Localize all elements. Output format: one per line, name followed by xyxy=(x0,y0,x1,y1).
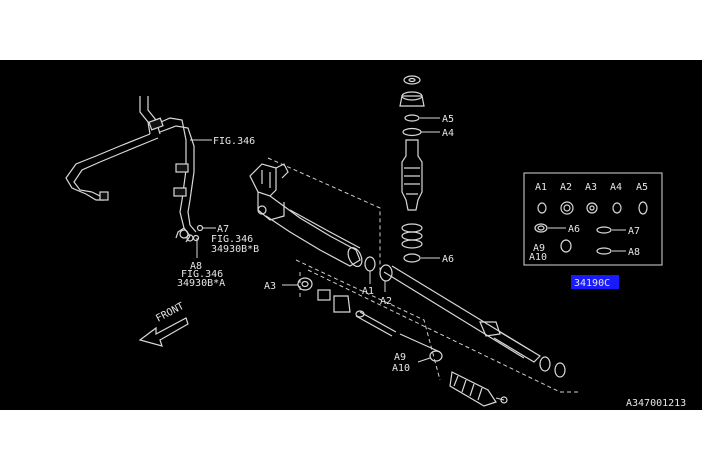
diagram-panel: FIG.346 A7 FIG.346 34930B*B A8 FIG.346 3… xyxy=(0,60,702,410)
rack-housing xyxy=(249,163,363,268)
callout-a3[interactable]: A3 xyxy=(264,281,276,292)
steering-gear-diagram: FIG.346 A7 FIG.346 34930B*B A8 FIG.346 3… xyxy=(65,75,686,409)
kit-label-a6[interactable]: A6 xyxy=(568,224,580,235)
kit-seals xyxy=(534,201,648,255)
callout-a5[interactable]: A5 xyxy=(442,114,454,125)
rack-boot xyxy=(449,371,508,407)
kit-label-a8[interactable]: A8 xyxy=(628,247,640,258)
kit-label-a1[interactable]: A1 xyxy=(535,182,547,193)
kit-part-highlight xyxy=(571,275,619,289)
kit-label-a2[interactable]: A2 xyxy=(560,182,572,193)
callout-a4[interactable]: A4 xyxy=(442,128,454,139)
callout-a9[interactable]: A9 xyxy=(394,352,406,363)
lower-subparts xyxy=(297,277,443,362)
callout-a2[interactable]: A2 xyxy=(380,296,392,307)
bushing-a2 xyxy=(379,264,393,282)
callout-a6[interactable]: A6 xyxy=(442,254,454,265)
kit-part-number[interactable]: 34190C xyxy=(574,278,610,289)
kit-label-a7[interactable]: A7 xyxy=(628,226,640,237)
pinion-valve-stack xyxy=(399,75,425,263)
callout-34930b-b[interactable]: 34930B*B xyxy=(211,244,259,255)
figure-id: A347001213 xyxy=(626,398,686,409)
callout-fig346-top[interactable]: FIG.346 xyxy=(213,136,255,147)
kit-label-a3[interactable]: A3 xyxy=(585,182,597,193)
bushing-a1 xyxy=(364,256,376,272)
kit-label-a5[interactable]: A5 xyxy=(636,182,648,193)
front-arrow-icon xyxy=(138,317,189,347)
hose-assembly xyxy=(65,96,204,243)
rack-bar xyxy=(383,265,566,378)
kit-label-a9[interactable]: A9 xyxy=(533,243,545,254)
callout-a7[interactable]: A7 xyxy=(217,224,229,235)
callout-a8[interactable]: A8 xyxy=(190,261,202,272)
callout-a1[interactable]: A1 xyxy=(362,286,374,297)
callout-fig346-bottom[interactable]: FIG.346 xyxy=(181,269,223,280)
kit-label-a4[interactable]: A4 xyxy=(610,182,622,193)
kit-label-a10[interactable]: A10 xyxy=(529,252,547,263)
callout-34930b-a[interactable]: 34930B*A xyxy=(177,278,225,289)
repair-kit-box xyxy=(523,172,663,266)
callout-a10[interactable]: A10 xyxy=(392,363,410,374)
callout-fig346-mid[interactable]: FIG.346 xyxy=(211,234,253,245)
